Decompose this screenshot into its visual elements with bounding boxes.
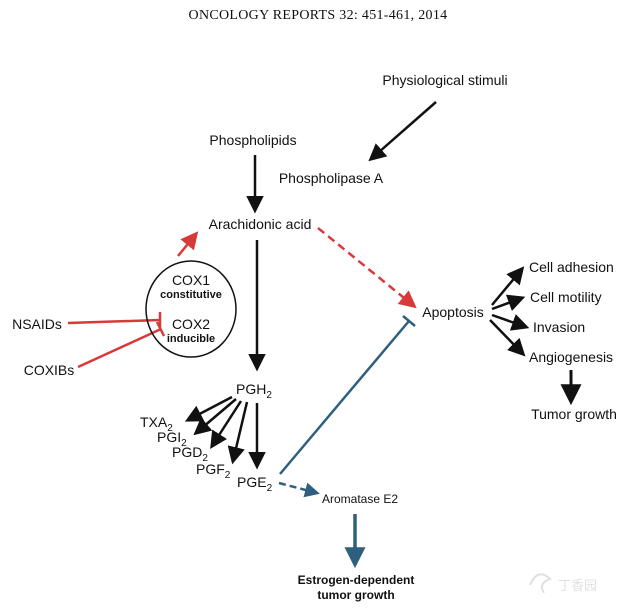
arrow-pgh-to-txa	[184, 395, 233, 422]
label-nsaids: NSAIDs	[12, 316, 62, 332]
inhibit-nsaids-to-cox2	[67, 318, 161, 325]
inhibit-pge-to-apoptosis	[279, 320, 410, 475]
label-phospholipids: Phospholipids	[209, 132, 296, 148]
arrow-apoptosis-to-adhesion	[491, 266, 525, 306]
label-coxibs: COXIBs	[24, 362, 75, 378]
label-cox2-inducible: inducible	[167, 333, 215, 345]
arrow-pgh-to-pgd	[210, 400, 243, 449]
label-pgd2: PGD2	[172, 444, 208, 464]
label-angiogenesis: Angiogenesis	[529, 349, 613, 365]
inhibit-coxibs-to-cox2	[77, 327, 162, 369]
label-pgi2: PGI2	[157, 429, 187, 449]
label-txa2: TXA2	[140, 414, 173, 434]
arrow-pgh-to-pgf	[227, 401, 249, 465]
label-phospholipase-a: Phospholipase A	[279, 170, 384, 186]
arrow-stimuli-to-phospholipase	[368, 101, 437, 162]
arrow-apoptosis-to-angiogenesis	[489, 319, 526, 357]
inhibit-bar-apoptosis	[402, 315, 416, 327]
inhibit-bar-coxibs	[155, 321, 166, 337]
arrow-pgh-to-pgi	[193, 398, 237, 436]
label-cell-adhesion: Cell adhesion	[529, 259, 614, 275]
label-pge2: PGE2	[237, 474, 273, 494]
label-pgh2: PGH2	[236, 381, 272, 401]
label-cox2: COX2	[172, 316, 210, 332]
arrow-pge-to-aromatase-dashed	[278, 481, 320, 498]
label-cell-motility: Cell motility	[530, 289, 602, 305]
cox-enzyme-circle	[145, 260, 237, 358]
label-estrogen-line1: Estrogen-dependent	[298, 573, 415, 587]
arrow-apoptosis-to-invasion	[491, 313, 530, 331]
journal-header: ONCOLOGY REPORTS 32: 451-461, 2014	[188, 8, 448, 23]
arrow-apoptosis-to-motility	[491, 294, 526, 312]
label-invasion: Invasion	[533, 319, 585, 335]
watermark-text: 丁香园	[558, 579, 597, 594]
label-aromatase-e2: Aromatase E2	[322, 492, 398, 506]
label-tumor-growth: Tumor growth	[531, 406, 617, 422]
label-apoptosis: Apoptosis	[422, 304, 483, 320]
label-estrogen-line2: tumor growth	[317, 588, 394, 602]
watermark-logo: 丁香园	[529, 573, 597, 594]
label-arachidonic-acid: Arachidonic acid	[209, 216, 312, 232]
arrow-cox-to-arachidonic	[177, 231, 199, 257]
label-cox1: COX1	[172, 272, 210, 288]
arrow-arachidonic-to-apoptosis-dashed	[317, 227, 417, 309]
label-physiological-stimuli: Physiological stimuli	[382, 72, 507, 88]
label-pgf2: PGF2	[196, 461, 231, 481]
label-cox1-constitutive: constitutive	[160, 289, 222, 301]
